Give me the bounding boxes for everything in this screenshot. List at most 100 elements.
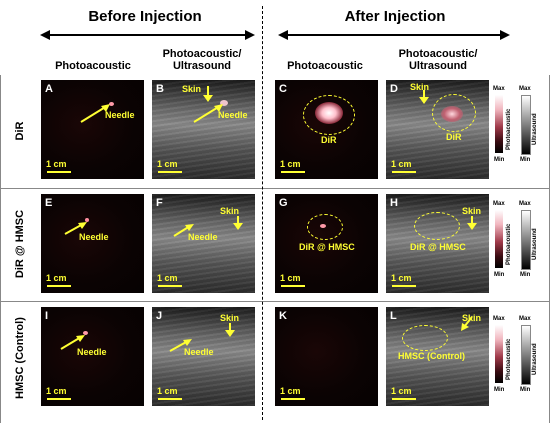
scale-label: 1 cm: [46, 273, 67, 283]
scale-bar: [47, 285, 71, 287]
panel-label-needle: Needle: [184, 347, 214, 357]
cb-pa-min: Min: [494, 387, 505, 393]
cb-us-max: Max: [519, 316, 531, 322]
row-label-dir-hmsc: DiR @ HMSC: [14, 209, 26, 279]
cb-pa-min: Min: [494, 272, 505, 278]
signal-spot: [220, 100, 228, 106]
scale-bar: [281, 171, 305, 173]
panel-letter: E: [45, 197, 53, 209]
needle-arrow: [193, 104, 223, 123]
pointer-arrow: [60, 335, 85, 350]
scale-bar: [392, 398, 416, 400]
panel-e: E Needle 1 cm: [41, 194, 144, 293]
panel-c: C DiR 1 cm: [275, 80, 378, 179]
cb-pa-title: Photoacoustic: [506, 223, 512, 265]
pointer-arrow: [80, 104, 110, 123]
skin-arrow: [203, 86, 213, 102]
photoacoustic-colorbar: [495, 325, 503, 383]
divider-h2: [0, 301, 550, 302]
panel-label: DiR @ HMSC: [299, 242, 355, 252]
panel-letter: D: [390, 83, 398, 95]
panel-d: D Skin DiR 1 cm: [386, 80, 489, 179]
panel-label: DiR @ HMSC: [410, 242, 466, 252]
panel-k: K 1 cm: [275, 307, 378, 406]
panel-letter: L: [390, 310, 397, 322]
col-header-pa-after: Photoacoustic: [287, 60, 363, 72]
panel-letter: K: [279, 310, 287, 322]
panel-label: Needle: [77, 347, 107, 357]
scale-label: 1 cm: [46, 386, 67, 396]
col-header-line1: Photoacoustic/: [162, 48, 242, 60]
photoacoustic-colorbar: [495, 95, 503, 153]
skin-arrow: [233, 216, 243, 230]
skin-arrow: [225, 323, 235, 337]
panel-letter: H: [390, 197, 398, 209]
cb-us-title: Ultrasound: [532, 343, 538, 375]
divider-left: [0, 75, 1, 423]
cb-us-title: Ultrasound: [532, 113, 538, 145]
panel-label-needle: Needle: [188, 232, 218, 242]
scale-bar: [392, 171, 416, 173]
pointer-arrow: [64, 222, 87, 235]
region-ellipse: [432, 94, 476, 132]
scale-bar: [281, 398, 305, 400]
cb-pa-max: Max: [493, 201, 505, 207]
panel-label: Needle: [105, 110, 135, 120]
panel-h: H Skin DiR @ HMSC 1 cm: [386, 194, 489, 293]
scale-label: 1 cm: [157, 159, 178, 169]
scale-bar: [281, 285, 305, 287]
region-ellipse: [303, 95, 355, 135]
scale-label: 1 cm: [280, 159, 301, 169]
cb-us-title: Ultrasound: [532, 228, 538, 260]
cb-pa-title: Photoacoustic: [506, 108, 512, 150]
col-header-line2: Ultrasound: [408, 60, 468, 72]
scale-label: 1 cm: [157, 386, 178, 396]
divider-h1: [0, 188, 550, 189]
panel-label-skin: Skin: [410, 82, 430, 92]
panel-letter: F: [156, 197, 163, 209]
scale-bar: [392, 285, 416, 287]
scale-label: 1 cm: [391, 159, 412, 169]
panel-letter: J: [156, 310, 163, 322]
scale-bar: [47, 398, 71, 400]
scale-bar: [47, 171, 71, 173]
panel-letter: A: [45, 83, 53, 95]
scale-bar: [158, 171, 182, 173]
signal-spot: [85, 218, 89, 222]
before-arrow: [40, 30, 255, 40]
panel-label: DiR: [446, 132, 462, 142]
panel-label-needle: Needle: [218, 110, 248, 120]
col-header-line2: Ultrasound: [172, 60, 232, 72]
ultrasound-colorbar: [521, 210, 531, 270]
scale-bar: [158, 285, 182, 287]
panel-b: B Skin Needle 1 cm: [152, 80, 255, 179]
skin-arrow: [461, 317, 473, 331]
panel-f: F Skin Needle 1 cm: [152, 194, 255, 293]
col-header-paus-before: Photoacoustic/ Ultrasound: [148, 48, 256, 72]
panel-letter: C: [279, 83, 287, 95]
needle-arrow: [173, 224, 194, 237]
panel-label: HMSC (Control): [398, 351, 465, 361]
region-ellipse: [307, 214, 343, 240]
scale-label: 1 cm: [280, 386, 301, 396]
ultrasound-colorbar: [521, 325, 531, 385]
cb-us-min: Min: [520, 387, 531, 393]
cb-us-max: Max: [519, 86, 531, 92]
cb-pa-min: Min: [494, 157, 505, 163]
col-header-pa-before: Photoacoustic: [55, 60, 131, 72]
panel-label: Needle: [79, 232, 109, 242]
panel-letter: I: [45, 310, 49, 322]
col-header-line1: Photoacoustic/: [398, 48, 478, 60]
cb-us-max: Max: [519, 201, 531, 207]
after-injection-header: After Injection: [344, 8, 446, 25]
row-label-hmsc-control: HMSC (Control): [14, 317, 26, 399]
scale-label: 1 cm: [157, 273, 178, 283]
panel-letter: G: [279, 197, 288, 209]
divider-center-dashed: [262, 6, 263, 420]
skin-arrow: [419, 90, 429, 104]
panel-j: J Skin Needle 1 cm: [152, 307, 255, 406]
skin-arrow: [467, 216, 477, 230]
cb-us-min: Min: [520, 272, 531, 278]
panel-a: A Needle 1 cm: [41, 80, 144, 179]
region-ellipse: [402, 325, 448, 351]
